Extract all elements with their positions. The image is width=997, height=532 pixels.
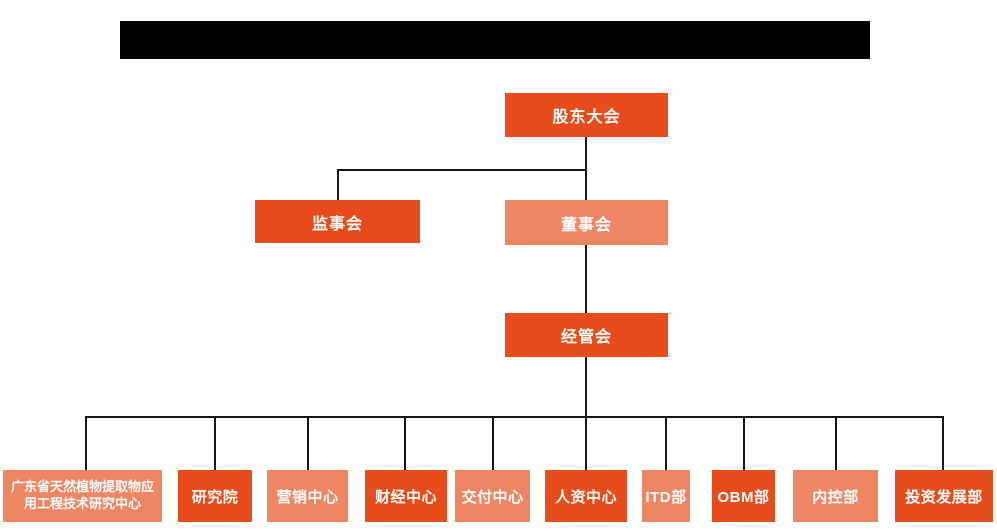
connector-drop-dept-10	[942, 416, 944, 470]
connector-drop-dept-3	[307, 416, 309, 470]
org-node-dept-research-center: 广东省天然植物提取物应用工程技术研究中心	[3, 470, 162, 522]
org-node-label: 交付中心	[461, 488, 524, 506]
org-node-label: 监事会	[311, 215, 363, 233]
connector-bus-horizontal	[85, 416, 944, 418]
org-node-dept-research-institute: 研究院	[178, 470, 252, 522]
org-node-dept-hr-center: 人资中心	[545, 470, 627, 522]
org-node-dept-investment-development: 投资发展部	[895, 470, 993, 522]
connector-branch-horizontal	[337, 169, 587, 171]
org-node-management-committee: 经管会	[505, 313, 668, 357]
connector-drop-dept-9	[835, 416, 837, 470]
connector-drop-dept-4	[404, 416, 406, 470]
org-node-dept-itd: ITD部	[642, 470, 690, 522]
connector-drop-supervisory	[337, 169, 339, 200]
org-node-label: 投资发展部	[905, 488, 983, 506]
org-node-dept-obm: OBM部	[712, 470, 775, 522]
connector-drop-dept-5	[492, 416, 494, 470]
connector-shareholders-to-board	[585, 137, 587, 200]
connector-drop-dept-6	[585, 416, 587, 470]
org-node-shareholders-meeting: 股东大会	[505, 93, 668, 137]
connector-drop-dept-2	[214, 416, 216, 470]
redacted-title-bar	[120, 21, 870, 59]
org-node-label: 研究院	[191, 488, 239, 506]
connector-drop-dept-8	[743, 416, 745, 470]
org-node-label: 广东省天然植物提取物应用工程技术研究中心	[10, 479, 154, 511]
org-node-supervisory-board: 监事会	[255, 200, 420, 243]
connector-management-to-bus	[585, 357, 587, 417]
org-node-dept-finance-center: 财经中心	[365, 470, 447, 522]
org-node-dept-delivery-center: 交付中心	[455, 470, 530, 522]
connector-board-to-management	[585, 245, 587, 313]
org-node-label: ITD部	[645, 488, 687, 506]
connector-drop-dept-1	[85, 416, 87, 470]
org-node-label: OBM部	[717, 488, 770, 506]
org-node-dept-marketing-center: 营销中心	[267, 470, 348, 522]
org-node-label: 营销中心	[276, 488, 339, 506]
org-node-label: 股东大会	[552, 109, 621, 126]
org-node-label: 人资中心	[554, 488, 617, 506]
org-node-label: 财经中心	[374, 488, 437, 506]
connector-drop-dept-7	[665, 416, 667, 470]
org-node-dept-internal-control: 内控部	[793, 470, 878, 522]
org-node-board-of-directors: 董事会	[505, 200, 668, 245]
org-node-label: 内控部	[812, 488, 859, 506]
org-node-label: 董事会	[560, 216, 612, 234]
org-node-label: 经管会	[560, 329, 612, 346]
